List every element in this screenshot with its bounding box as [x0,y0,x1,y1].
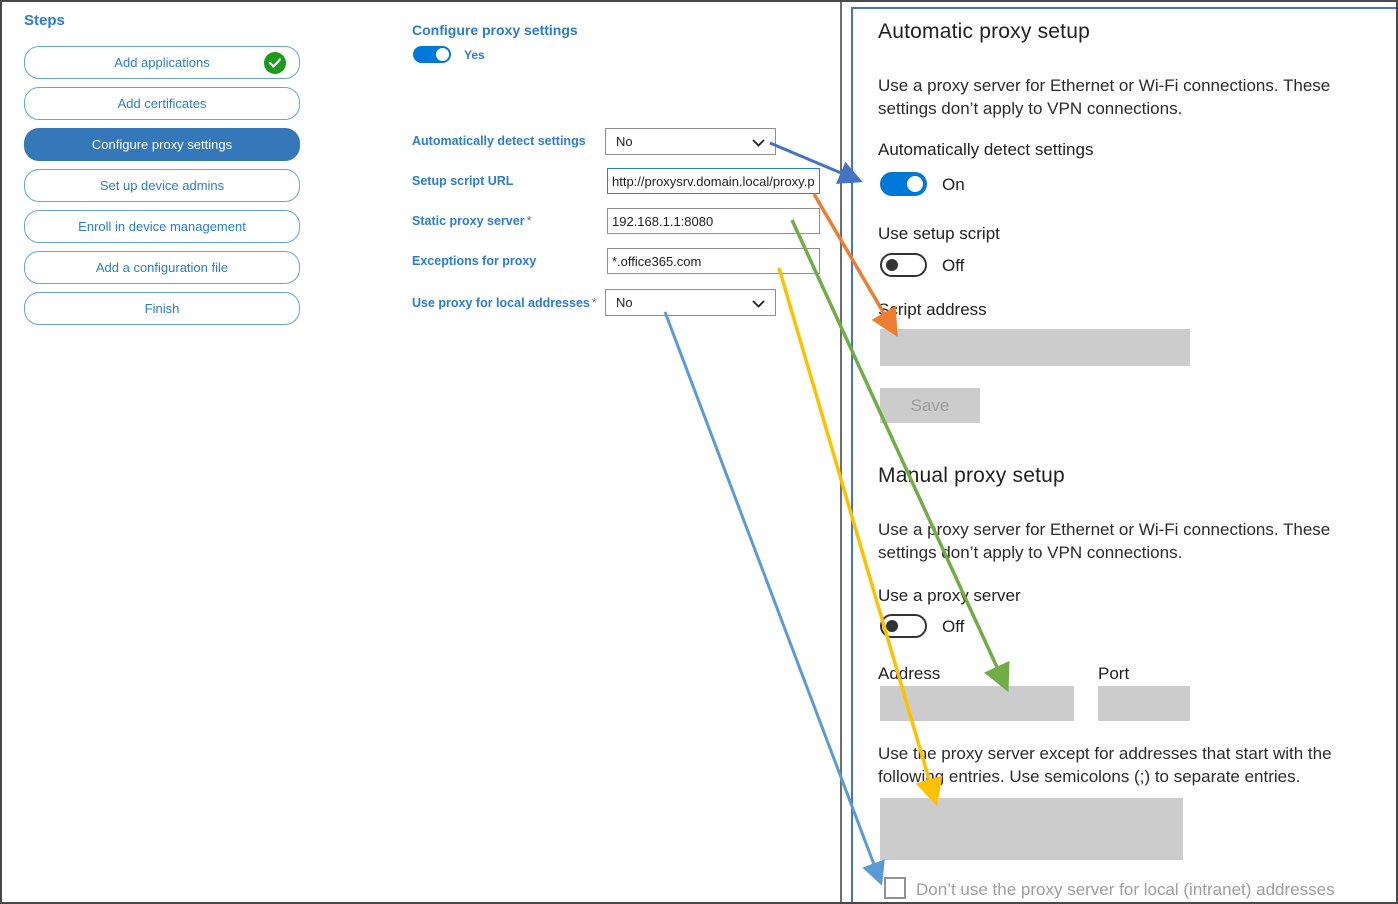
auto-detect-select[interactable]: No [605,128,776,155]
auto-detect-label: Automatically detect settings [412,134,586,148]
step-label: Finish [144,301,180,316]
toggle-knob [907,176,923,192]
automatic-proxy-description: Use a proxy server for Ethernet or Wi-Fi… [878,76,1331,119]
automatic-proxy-setup-heading: Automatic proxy setup [878,20,1090,43]
chevron-down-icon [752,139,765,147]
arrow-local-addresses [663,311,885,886]
step-configure-proxy-settings[interactable]: Configure proxy settings [24,128,300,161]
use-proxy-local-select[interactable]: No [605,289,776,316]
use-proxy-server-label: Use a proxy server [878,586,1021,605]
step-label: Add applications [114,55,210,70]
chevron-down-icon [752,300,765,308]
address-input[interactable] [880,686,1074,721]
auto-detect-settings-toggle[interactable] [880,172,927,196]
address-label: Address [878,664,941,683]
step-label: Configure proxy settings [91,137,233,152]
step-finish[interactable]: Finish [24,292,300,325]
toggle-knob [436,48,449,61]
step-add-applications[interactable]: Add applications [24,46,300,79]
configure-proxy-toggle-state: Yes [464,48,485,62]
static-proxy-server-input[interactable] [607,208,820,234]
static-proxy-server-label: Static proxy server* [412,214,532,228]
page-title: Configure proxy settings [412,22,578,38]
save-button[interactable]: Save [880,388,980,423]
required-asterisk: * [591,296,597,310]
use-proxy-server-toggle[interactable] [880,614,927,638]
manual-proxy-setup-heading: Manual proxy setup [878,464,1065,487]
use-setup-script-state: Off [942,256,965,275]
use-proxy-local-label: Use proxy for local addresses* [412,296,597,310]
use-proxy-local-select-value: No [616,295,633,310]
steps-heading: Steps [24,12,65,29]
toggle-knob [886,259,898,271]
use-proxy-server-state: Off [942,617,965,636]
port-label: Port [1098,664,1130,683]
step-label: Set up device admins [99,178,225,193]
local-addresses-checkbox-label: Don’t use the proxy server for local (in… [916,880,1335,899]
script-address-input[interactable] [880,329,1190,366]
manual-proxy-description: Use a proxy server for Ethernet or Wi-Fi… [878,520,1331,563]
required-asterisk: * [526,214,532,228]
step-label: Enroll in device management [78,219,246,234]
step-set-up-device-admins[interactable]: Set up device admins [24,169,300,202]
port-input[interactable] [1098,686,1190,721]
step-label: Add certificates [117,96,207,111]
use-setup-script-toggle[interactable] [880,253,927,277]
auto-detect-settings-state: On [942,175,965,194]
proxy-exceptions-description: Use the proxy server except for addresse… [878,744,1332,787]
local-addresses-checkbox[interactable] [884,877,906,899]
exceptions-for-proxy-input[interactable] [607,248,820,274]
use-setup-script-label: Use setup script [878,224,1000,243]
exceptions-for-proxy-label: Exceptions for proxy [412,254,537,268]
step-completed-check-icon [264,52,286,74]
step-add-certificates[interactable]: Add certificates [24,87,300,120]
setup-script-url-input[interactable] [607,168,820,194]
configure-proxy-toggle[interactable] [413,46,451,63]
auto-detect-settings-label: Automatically detect settings [878,140,1094,159]
setup-script-url-label: Setup script URL [412,174,514,188]
script-address-label: Script address [878,300,987,319]
auto-detect-select-value: No [616,134,633,149]
vertical-divider [840,2,842,902]
step-add-a-configuration-file[interactable]: Add a configuration file [24,251,300,284]
step-label: Add a configuration file [95,260,229,275]
step-enroll-in-device-management[interactable]: Enroll in device management [24,210,300,243]
proxy-exceptions-textarea[interactable] [880,798,1183,860]
toggle-knob [886,620,898,632]
